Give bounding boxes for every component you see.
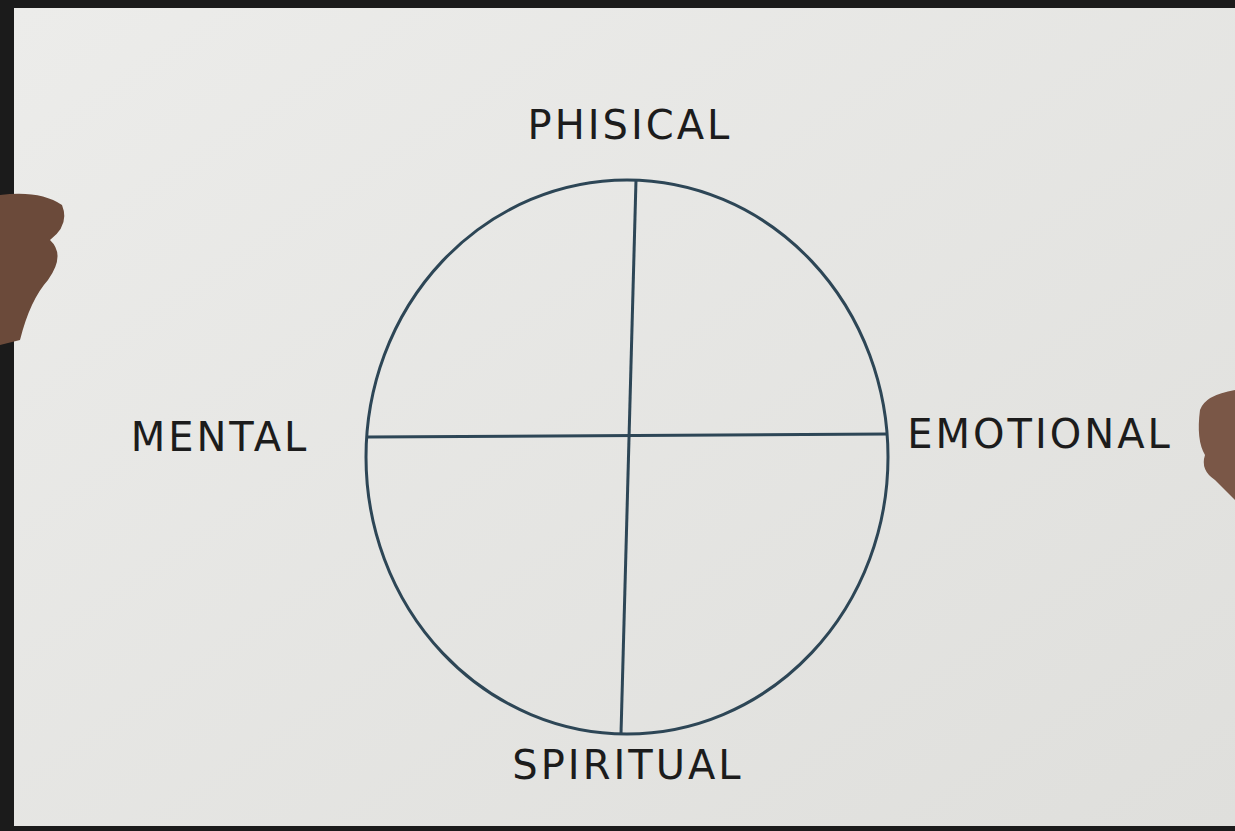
quadrant-label: EMOTIONAL: [907, 412, 1173, 456]
right-hand: [1199, 390, 1235, 500]
wheel-circle: [366, 180, 888, 734]
horizontal-divider: [368, 434, 888, 437]
quadrant-label: PHISICAL: [528, 103, 733, 147]
vertical-divider: [621, 180, 636, 734]
quadrant-label: MENTAL: [131, 415, 310, 459]
left-hand: [0, 194, 64, 345]
quadrant-label: SPIRITUAL: [512, 743, 743, 787]
poster-board: [14, 8, 1235, 826]
